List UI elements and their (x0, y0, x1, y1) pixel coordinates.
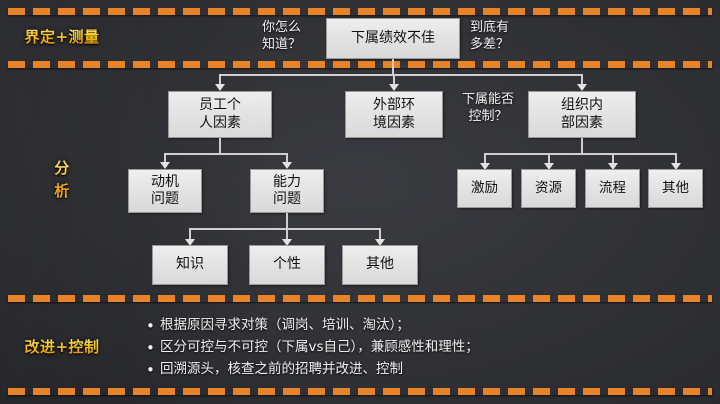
list-item: 区分可控与不可控（下属vs自己），兼顾感性和理性； (146, 336, 479, 360)
connector-to-personality (286, 228, 288, 240)
divider-bottom (8, 388, 712, 395)
arrowhead-to-resources (544, 163, 554, 170)
node-ability-problem[interactable]: 能力 问题 (250, 169, 324, 213)
arrowhead-to-incentive (480, 163, 490, 170)
node-incentive[interactable]: 激励 (457, 169, 512, 208)
node-personality[interactable]: 个性 (249, 245, 325, 285)
arrowhead-to-external (389, 84, 399, 91)
arrowhead-to-organization (577, 84, 587, 91)
node-other-ability[interactable]: 其他 (342, 245, 418, 285)
phase-label-define-measure: 界定+测量 (6, 26, 118, 49)
question-how-bad-is-it: 到底有 多差？ (470, 20, 510, 52)
question-can-subordinate-control: 下属能否 控制？ (461, 92, 514, 124)
connector-organization-down (581, 138, 583, 153)
improve-control-bullet-list: 根据原因寻求对策（调岗、培训、淘汰）； 区分可控与不可控（下属vs自己），兼顾感… (146, 314, 479, 382)
phase-label-improve-control: 改进+控制 (6, 336, 118, 359)
arrowhead-to-motivation (160, 162, 170, 169)
node-process[interactable]: 流程 (585, 169, 640, 208)
connector-level2-left-bus (164, 153, 288, 155)
node-other-org[interactable]: 其他 (648, 169, 703, 208)
arrowhead-to-other-org (671, 163, 681, 170)
arrowhead-to-other-ability (375, 239, 385, 246)
arrowhead-to-knowledge (185, 239, 195, 246)
divider-top (8, 8, 712, 15)
connector-to-incentive (484, 153, 486, 164)
connector-to-other-ability (379, 228, 381, 240)
connector-to-external (393, 74, 395, 85)
connector-employee-down (219, 138, 221, 153)
connector-level2-right-bus (484, 153, 676, 155)
list-item: 回溯源头，核查之前的招聘并改进、控制 (146, 358, 479, 382)
connector-level1-bus (219, 74, 582, 76)
question-how-do-you-know: 你怎么 知道？ (262, 20, 302, 52)
connector-to-employee (219, 74, 221, 85)
connector-to-resources (548, 153, 550, 164)
arrowhead-to-personality (282, 239, 292, 246)
divider-define-analyze (8, 61, 712, 68)
node-root-poor-performance[interactable]: 下属绩效不佳 (326, 18, 460, 59)
connector-root-down (392, 59, 394, 74)
node-external-environment-factors[interactable]: 外部环 境因素 (345, 91, 443, 138)
connector-to-ability (286, 153, 288, 163)
arrowhead-to-employee (215, 84, 225, 91)
node-motivation-problem[interactable]: 动机 问题 (128, 169, 202, 213)
connector-to-knowledge (189, 228, 191, 240)
phase-label-analyze: 分 析 (6, 157, 118, 204)
arrowhead-to-ability (282, 162, 292, 169)
connector-ability-down (286, 213, 288, 228)
list-item: 根据原因寻求对策（调岗、培训、淘汰）； (146, 314, 479, 338)
connector-to-motivation (164, 153, 166, 163)
connector-to-other-org (675, 153, 677, 164)
arrowhead-to-process (608, 163, 618, 170)
node-organization-internal-factors[interactable]: 组织内 部因素 (528, 91, 636, 138)
node-resources[interactable]: 资源 (521, 169, 576, 208)
connector-to-process (612, 153, 614, 164)
connector-to-organization (581, 74, 583, 85)
connector-level3-bus (189, 228, 381, 230)
divider-analyze-improve (8, 295, 712, 302)
node-knowledge[interactable]: 知识 (152, 245, 228, 285)
node-employee-personal-factors[interactable]: 员工个 人因素 (168, 91, 272, 138)
